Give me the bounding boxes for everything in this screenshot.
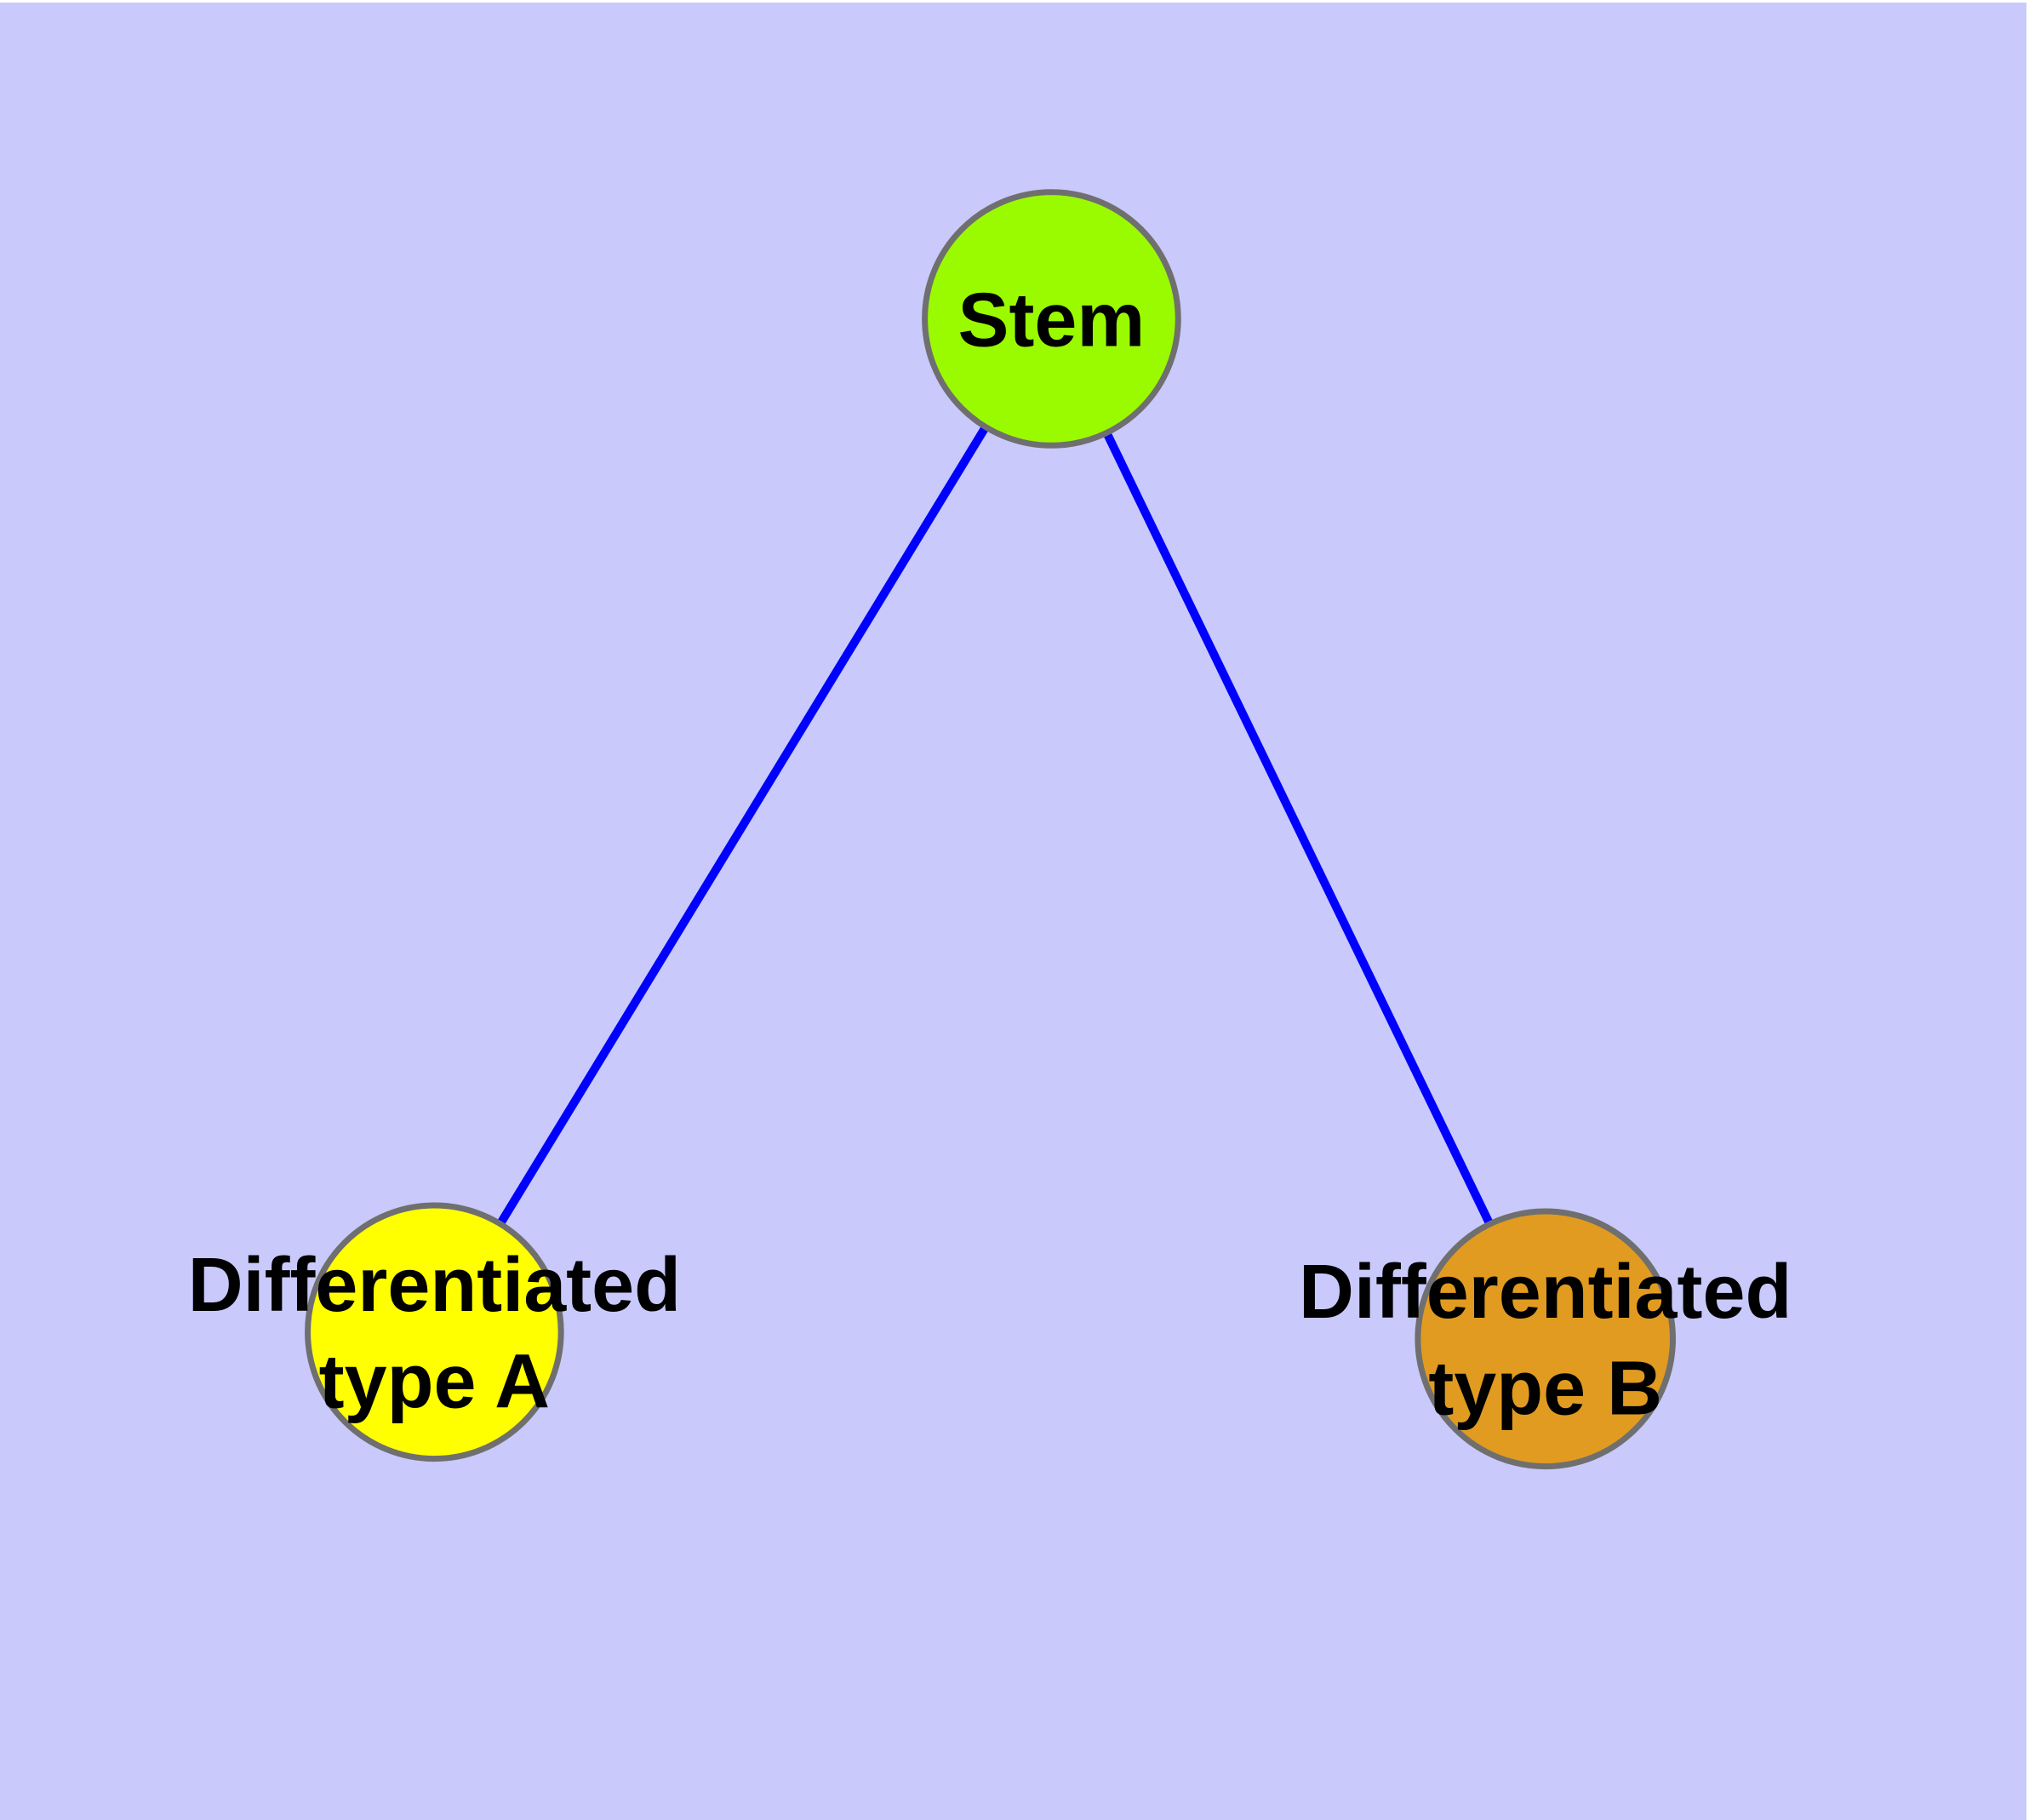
node-stem (922, 189, 1181, 449)
node-diff-b (1415, 1208, 1677, 1470)
node-label-stem: Stem (958, 278, 1146, 363)
edge-stem-to-diff-b (1047, 317, 1550, 1341)
node-diff-a (305, 1202, 564, 1462)
edge-stem-to-diff-a (431, 316, 1055, 1335)
